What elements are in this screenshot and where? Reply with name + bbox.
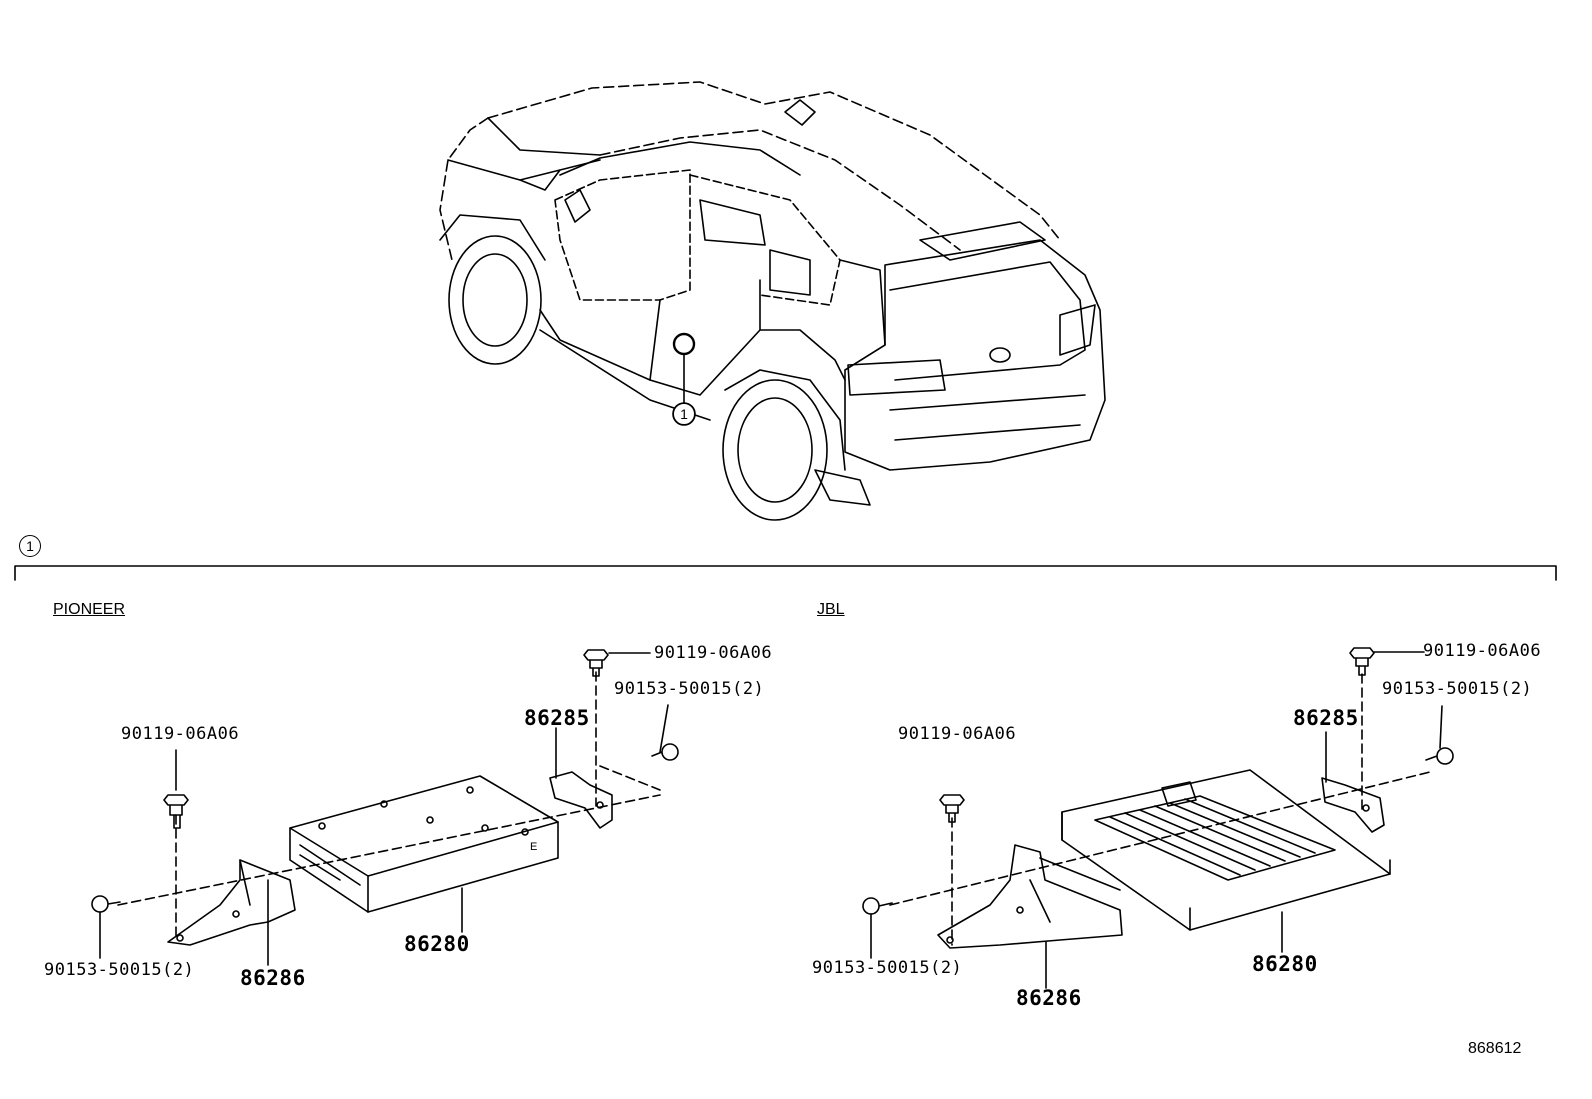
jbl-bolt-top-label: 90119-06A06 [1423,641,1542,661]
diagram-code: 868612 [1468,1040,1522,1057]
jbl-screw-top-label: 90153-50015(2) [1382,679,1533,699]
section-bracket [14,565,1557,581]
pioneer-amplifier-label: 86280 [404,932,470,956]
section-marker: 1 [19,535,41,557]
vehicle-location-callout: 1 [673,403,695,425]
pioneer-screw-left-label: 90153-50015(2) [44,960,195,980]
pioneer-assembly: E [91,649,679,966]
pioneer-bolt-left-label: 90119-06A06 [121,724,240,744]
pioneer-section-title: PIONEER [53,601,126,618]
jbl-amplifier-label: 86280 [1252,952,1318,976]
jbl-bracket-left-label: 86286 [1016,986,1082,1010]
vehicle-illustration [439,81,1106,521]
jbl-bracket-right-label: 86285 [1293,706,1359,730]
svg-text:E: E [530,841,537,853]
pioneer-bolt-top-label: 90119-06A06 [654,643,773,663]
jbl-assembly [862,647,1454,989]
jbl-screw-left-label: 90153-50015(2) [812,958,963,978]
jbl-bolt-left-label: 90119-06A06 [898,724,1017,744]
pioneer-screw-top-label: 90153-50015(2) [614,679,765,699]
jbl-section-title: JBL [817,601,845,618]
pioneer-bracket-left-label: 86286 [240,966,306,990]
pioneer-bracket-right-label: 86285 [524,706,590,730]
